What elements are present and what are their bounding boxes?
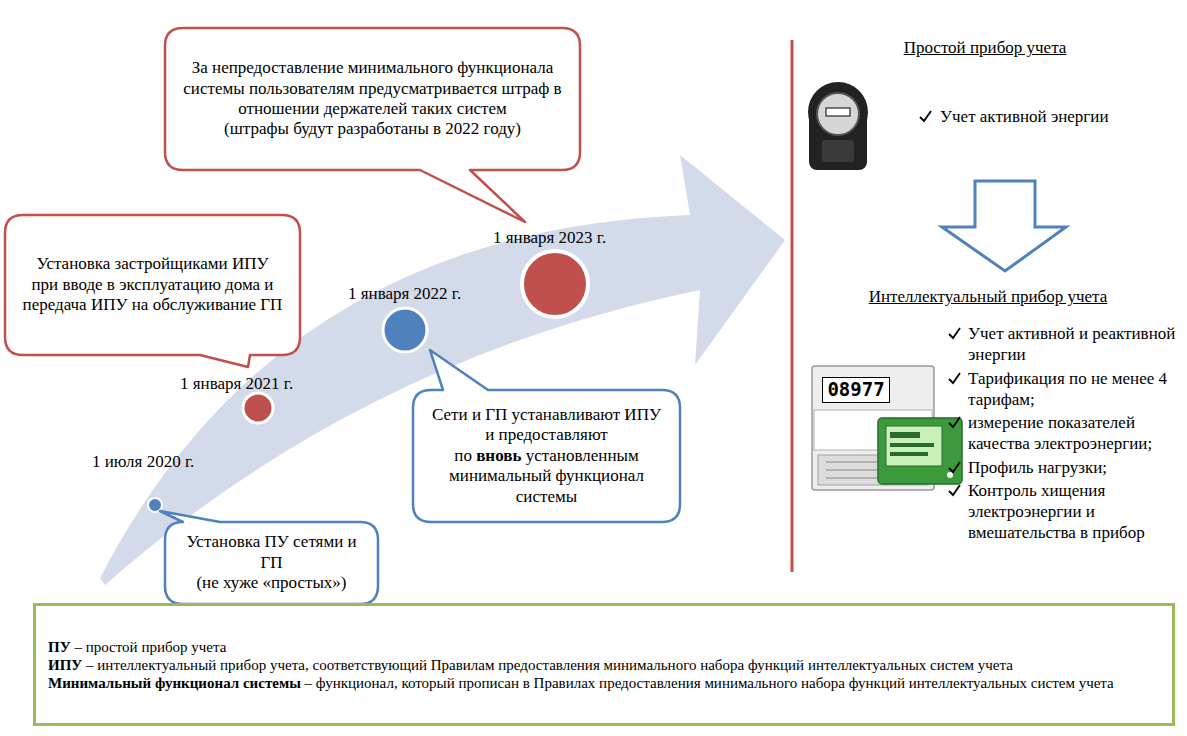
feature-list: Учет активной и реактивной энергииТарифи… (968, 323, 1180, 546)
feature-text: Профиль нагрузки; (968, 458, 1107, 477)
check-path (949, 373, 960, 383)
check-mark (948, 461, 962, 475)
timeline-dot (383, 308, 427, 352)
check-mark (948, 484, 962, 498)
text-line: (штрафы будут разработаны в 2022 году) (181, 119, 564, 139)
text-line: ПУ– простой прибор учета (48, 638, 1160, 656)
node-content: Установка застройщиками ИПУ при вводе в … (5, 215, 300, 355)
check-path (949, 462, 960, 472)
meter-display: 08977 (822, 377, 890, 403)
date-label: 1 января 2021 г. (180, 374, 293, 394)
feature-text: измерение показателей качества электроэн… (968, 413, 1152, 453)
node-text: За непредоставление минимального функцио… (183, 58, 561, 118)
term-text: вновь (476, 446, 521, 465)
smart-meter-picture (812, 366, 962, 490)
feature-text: Учет активной и реактивной энергии (968, 324, 1175, 364)
check-path (949, 328, 960, 338)
feature-item: Учет активной и реактивной энергии (968, 323, 1180, 366)
node-text: – простой прибор учета (74, 639, 226, 655)
panel-heading: Простой прибор учета (855, 38, 1115, 58)
divider-line (791, 40, 794, 572)
check-mark (948, 327, 962, 341)
callout-box: Установка ПУ сетями и ГП (не хуже «просты… (165, 522, 378, 604)
node-text: Установка застройщиками ИПУ при вводе в … (23, 254, 283, 314)
text-line: За непредоставление минимального функцио… (181, 58, 564, 119)
feature-item: Учет активной энергии (940, 107, 1109, 127)
callout-shape (413, 350, 680, 522)
check-path (949, 417, 960, 427)
text-line: Установка ПУ сетями и ГП (175, 532, 368, 573)
callout-shape (160, 511, 378, 604)
callout-shape (5, 215, 300, 367)
node-content: За непредоставление минимального функцио… (165, 28, 580, 170)
term-text: ПУ (48, 639, 71, 655)
text-line: Сети и ГП устанавливают ИПУ и предоставл… (427, 405, 666, 507)
node-text: (не хуже «простых») (196, 573, 346, 592)
feature-item: Контроль хищения электроэнергии и вмешат… (968, 480, 1180, 544)
node-content: ПУ– простой прибор учетаИПУ– интеллектуа… (36, 606, 1172, 723)
timeline-dot (243, 393, 273, 423)
node-text: (штрафы будут разработаны в 2022 году) (224, 119, 521, 138)
node-text: Установка ПУ сетями и ГП (186, 532, 356, 571)
definitions-box: ПУ– простой прибор учетаИПУ– интеллектуа… (33, 603, 1175, 726)
timeline-dot (522, 251, 588, 317)
feature-item: измерение показателей качества электроэн… (968, 412, 1180, 455)
panel-heading: Интеллектуальный прибор учета (848, 287, 1128, 307)
feature-text: Тарификация по не менее 4 тарифам; (968, 369, 1167, 409)
node-text: – интеллектуальный прибор учета, соответ… (86, 657, 1013, 673)
date-label: 1 января 2022 г. (348, 284, 461, 304)
feature-item: Тарификация по не менее 4 тарифам; (968, 368, 1180, 411)
node-text: – функционал, который прописан в Правила… (305, 675, 1114, 691)
check-mark (948, 372, 962, 386)
text-line: (не хуже «простых») (175, 573, 368, 593)
simple-meter-picture (808, 82, 868, 170)
feature-item: Профиль нагрузки; (968, 457, 1180, 478)
node-content: Сети и ГП устанавливают ИПУ и предоставл… (413, 390, 680, 522)
callout-box: Установка застройщиками ИПУ при вводе в … (5, 215, 300, 355)
date-label: 1 января 2023 г. (493, 228, 606, 248)
check-path (949, 485, 960, 495)
date-label: 1 июля 2020 г. (92, 452, 194, 472)
callout-box: За непредоставление минимального функцио… (165, 28, 580, 170)
check-mark (920, 111, 931, 121)
term-text: ИПУ (48, 657, 82, 673)
text-line: ИПУ– интеллектуальный прибор учета, соот… (48, 656, 1160, 674)
text-line: Минимальный функционал системы– функцион… (48, 674, 1160, 692)
feature-text: Контроль хищения электроэнергии и вмешат… (968, 481, 1145, 543)
node-content: Установка ПУ сетями и ГП (не хуже «просты… (165, 522, 378, 604)
down-arrow (942, 181, 1066, 271)
check-mark (948, 416, 962, 430)
text-line: Установка застройщиками ИПУ при вводе в … (21, 254, 284, 315)
callout-box: Сети и ГП устанавливают ИПУ и предоставл… (413, 390, 680, 522)
term-text: Минимальный функционал системы (48, 675, 301, 691)
callout-shape (165, 28, 580, 222)
